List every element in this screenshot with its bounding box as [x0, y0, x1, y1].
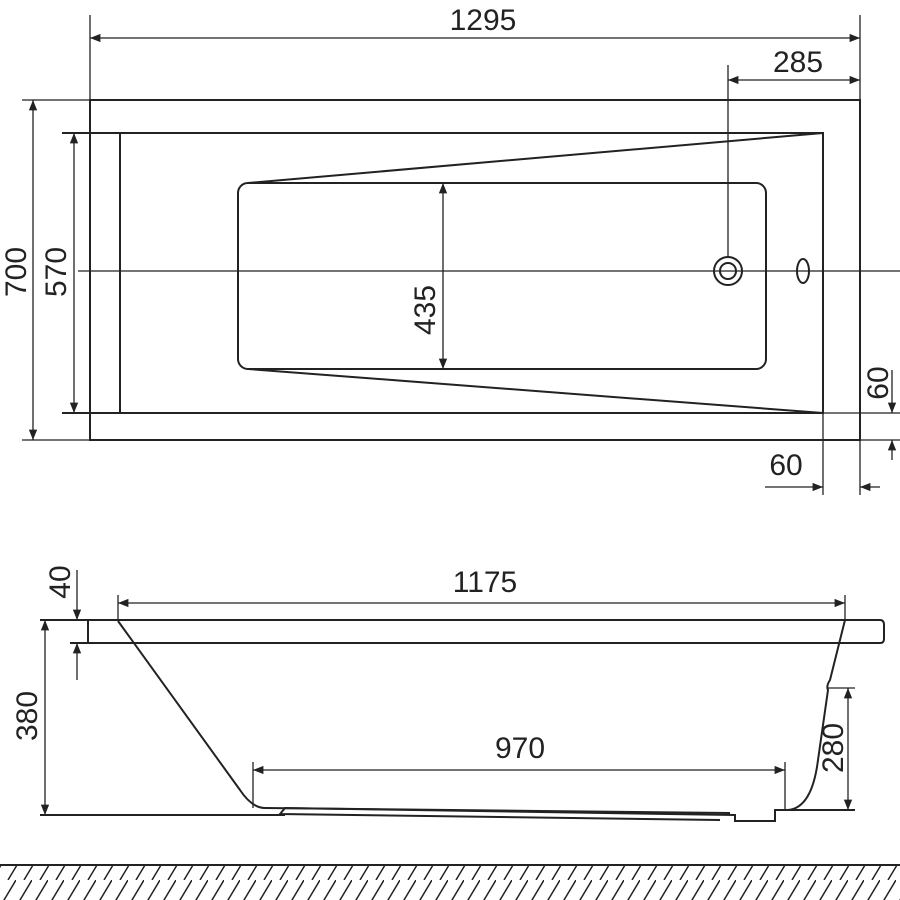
inner-basin-outline: [119, 132, 824, 414]
rim-profile: [70, 619, 885, 644]
outer-rim: [89, 99, 861, 441]
dim-drain-offset: 285: [773, 46, 823, 79]
dim-overall-width: 700: [0, 247, 33, 297]
dim-foot-height: 280: [817, 723, 850, 773]
top-view: 1295 285 700 570 435 60 60: [0, 4, 900, 495]
dim-rim-thickness: 40: [44, 565, 77, 598]
dim-bottom-width: 435: [409, 285, 442, 335]
basin-bottom: [237, 182, 767, 370]
dim-inner-top-length: 1175: [453, 566, 518, 599]
dim-overall-length: 1295: [450, 4, 517, 37]
dim-rim-side: 60: [862, 366, 895, 399]
tub-wall-left: [117, 620, 731, 814]
overflow-icon: [796, 258, 810, 284]
tub-wall-right: [277, 619, 846, 822]
side-view: 40 1175 380 970 280: [11, 565, 885, 822]
dim-total-height: 380: [11, 691, 44, 741]
dim-inner-width: 570: [40, 247, 73, 297]
dim-rim-end: 60: [769, 449, 802, 482]
dim-bottom-length: 970: [495, 732, 545, 765]
floor-hatch: [0, 864, 900, 900]
